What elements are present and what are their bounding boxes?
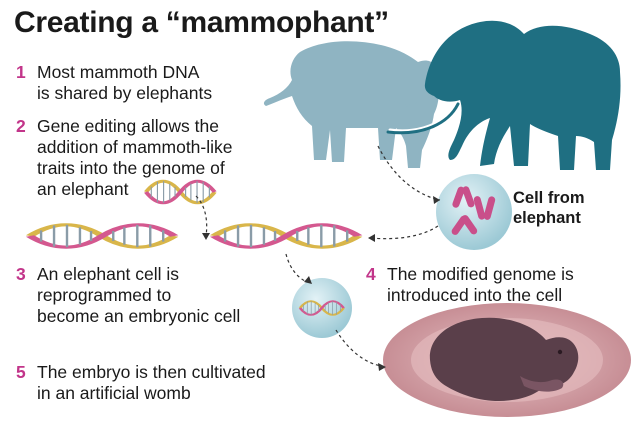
cell-label-line: Cell from [513,189,585,207]
step-2: 2 Gene editing allows the addition of ma… [16,116,233,200]
elephant-icon [263,41,439,169]
step-number: 1 [16,62,26,82]
dna-helix-icon [214,225,358,247]
step-text-line: introduced into the cell [387,285,563,305]
dna-helix-icon [146,181,215,203]
cell-label-line: elephant [513,209,581,227]
step-1: 1 Most mammoth DNA is shared by elephant… [16,62,212,104]
arrow-dna-to-embryonic-cell [285,253,309,283]
arrowheads [202,196,440,371]
step-text-line: Gene editing allows the [37,116,219,136]
arrow-cell-to-dna [371,225,439,240]
chromosome-icon [451,186,496,235]
step-number: 5 [16,362,26,382]
step-text-line: become an embryonic cell [37,306,241,326]
womb-icon [383,303,631,417]
embryo-icon [429,317,579,402]
step-text-line: The modified genome is [387,264,574,284]
step-text-line: an elephant [37,179,129,199]
mammoth-icon [386,20,621,171]
step-5: 5 The embryo is then cultivated in an ar… [16,362,266,404]
cell-label: Cell from elephant [513,188,585,228]
step-text-line: The embryo is then cultivated [37,362,266,382]
cell-icon [436,174,512,250]
step-number: 3 [16,264,26,284]
step-3: 3 An elephant cell is reprogrammed to be… [16,264,240,327]
dna-helix-icon [30,225,174,247]
step-text-line: addition of mammoth-like [37,137,233,157]
step-number: 4 [366,264,376,284]
page-title: Creating a “mammophant” [14,6,389,39]
step-text-line: is shared by elephants [37,83,213,103]
step-4: 4 The modified genome is introduced into… [366,264,574,306]
arrow-embryonic-to-womb [335,329,383,367]
step-text-line: Most mammoth DNA [37,62,200,82]
step-text-line: An elephant cell is [37,264,180,284]
step-text-line: in an artificial womb [37,383,191,403]
step-text-line: traits into the genome of [37,158,225,178]
step-number: 2 [16,116,26,136]
embryonic-cell-icon [292,278,352,338]
step-text-line: reprogrammed to [37,285,172,305]
arrow-dna-down [195,195,208,237]
